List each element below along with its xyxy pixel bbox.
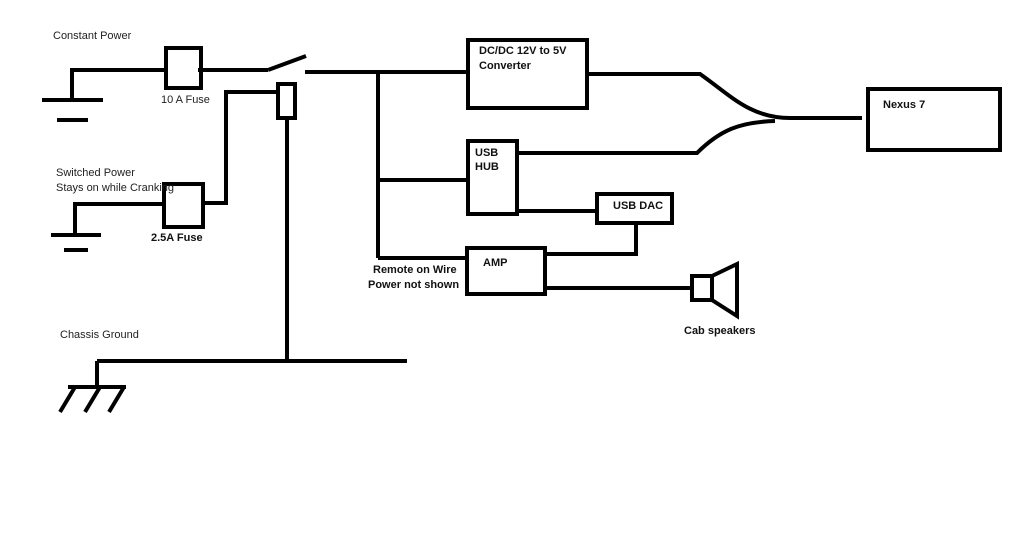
relay-switch-contact	[267, 54, 307, 72]
relay-coil	[276, 82, 297, 120]
chassis-ground-icon	[58, 359, 407, 414]
fuse-2-5a-label: 2.5A Fuse	[151, 232, 203, 244]
switched-power-ground-icon	[51, 233, 101, 252]
usb-hub-box	[466, 139, 519, 216]
dac-to-amp-wire	[545, 223, 638, 256]
chassis-ground-label: Chassis Ground	[60, 329, 139, 341]
dcdc-label-2: Converter	[479, 60, 531, 72]
bus-branches	[376, 72, 468, 260]
remote-wire-note: Power not shown	[368, 279, 460, 291]
fuse-10a	[164, 46, 203, 90]
constant-power-ground-icon	[42, 98, 103, 122]
dcdc-to-nexus-wire	[587, 72, 862, 120]
usb-dac-label: USB DAC	[613, 200, 664, 212]
switched-to-relay-wire	[203, 90, 278, 205]
switched-power-note: Stays on while Cranking	[56, 182, 175, 194]
fuse-2-5a	[162, 182, 205, 229]
usb-hub-label: USB	[475, 147, 499, 159]
cab-speakers-label: Cab speakers	[684, 325, 756, 337]
amp-box	[465, 246, 547, 296]
constant-power-wire	[70, 68, 166, 100]
remote-wire-label: Remote on Wire	[373, 264, 457, 276]
constant-power-label: Constant Power	[53, 30, 132, 42]
nexus-7-box	[866, 87, 1002, 152]
switched-power-wire	[73, 202, 163, 235]
usb-hub-label-2: HUB	[475, 161, 499, 173]
nexus-7-label: Nexus 7	[883, 99, 926, 111]
speaker-icon	[690, 260, 739, 320]
switched-power-label: Switched Power	[56, 167, 135, 179]
dcdc-label: DC/DC 12V to 5V	[479, 45, 567, 57]
amp-label: AMP	[483, 257, 508, 269]
fuse-10a-label: 10 A Fuse	[161, 94, 210, 106]
hub-to-nexus-wire	[517, 119, 776, 155]
